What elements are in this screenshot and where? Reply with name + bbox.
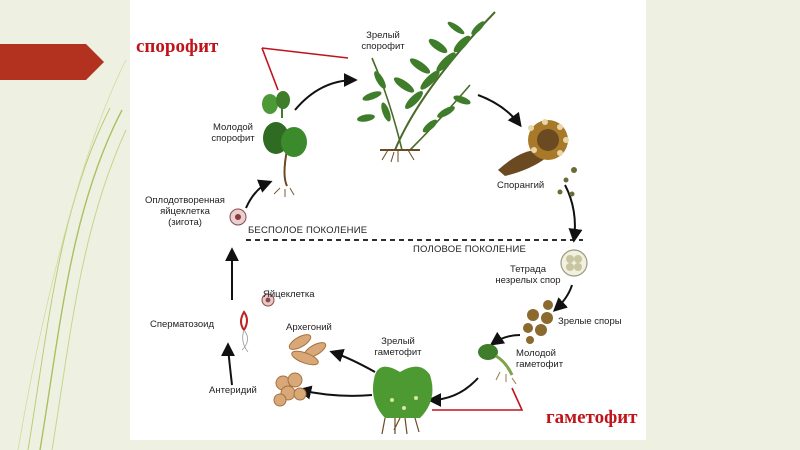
sexual-generation-label: ПОЛОВОЕ ПОКОЛЕНИЕ	[413, 244, 527, 255]
sporophyte-callout: спорофит	[136, 36, 219, 57]
zygote-label: Оплодотворенная яйцеклетка (зигота)	[145, 195, 225, 228]
young-gametophyte-illustration	[478, 344, 517, 385]
young-gametophyte-label: Молодой гаметофит	[516, 348, 564, 370]
sperm-label: Сперматозоид	[150, 319, 214, 330]
egg-label: Яйцеклетка	[263, 289, 315, 300]
antheridium-label: Антеридий	[209, 385, 257, 396]
archegonium-illustration	[288, 334, 327, 366]
pointer-sporophyte-mature	[261, 47, 349, 59]
tetrad-label: Тетрада незрелых спор	[495, 264, 561, 286]
arrow-to-mature-gametophyte	[427, 377, 479, 407]
sporangium-illustration	[498, 119, 577, 197]
sperm-illustration	[240, 310, 249, 353]
title-arrow-shape	[0, 44, 104, 80]
arrow-to-antheridium	[297, 385, 373, 400]
arrow-to-young-sporophyte	[245, 179, 273, 209]
sporangium-label: Спорангий	[497, 180, 545, 191]
zygote-illustration	[229, 208, 247, 226]
arrow-to-sperm	[221, 342, 236, 386]
egg-illustration	[261, 293, 275, 307]
diagram-panel	[130, 0, 646, 440]
mature-spores-label: Зрелые споры	[558, 316, 622, 327]
mature-gametophyte-illustration	[372, 366, 433, 435]
young-sporophyte-illustration	[262, 91, 307, 197]
cycle-arrows	[221, 73, 583, 407]
mature-sporophyte-label: Зрелый спорофит	[361, 30, 405, 52]
arrow-young-to-mature	[294, 73, 358, 111]
archegonium-label: Архегоний	[286, 322, 332, 333]
mature-gametophyte-label: Зрелый гаметофит	[374, 336, 422, 358]
pointer-gametophyte	[432, 387, 524, 411]
pointer-sporophyte-young	[261, 47, 279, 91]
callout-pointers	[261, 47, 524, 411]
arrow-to-sporangium	[477, 94, 522, 128]
decorative-lines	[17, 59, 127, 450]
gametophyte-callout: гаметофит	[546, 407, 638, 428]
arrow-to-tetrad	[564, 184, 583, 243]
arrow-to-spores	[552, 284, 573, 312]
young-sporophyte-label: Молодой спорофит	[211, 122, 255, 144]
asexual-generation-label: БЕСПОЛОЕ ПОКОЛЕНИЕ	[248, 225, 368, 236]
arrow-to-archegonium	[329, 348, 376, 373]
arrow-to-young-gametophyte	[489, 331, 521, 346]
mature-sporophyte-illustration	[357, 11, 496, 163]
antheridium-illustration	[273, 372, 307, 407]
tetrad-illustration	[560, 249, 588, 277]
mature-spores-illustration	[523, 300, 553, 344]
